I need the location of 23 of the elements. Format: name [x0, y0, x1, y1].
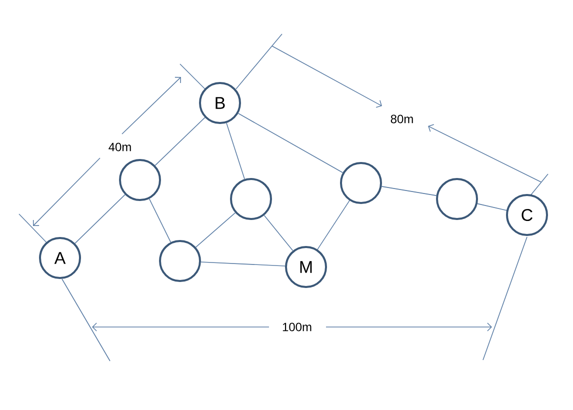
connector-line	[477, 203, 507, 211]
dimension-label: 40m	[108, 142, 131, 152]
connector-line	[74, 194, 126, 244]
dimension-label: 80m	[390, 114, 413, 124]
connector-line	[200, 262, 286, 266]
connector-line	[154, 117, 206, 166]
dimension-label: 100m	[282, 322, 312, 332]
connector-line	[264, 214, 294, 252]
circle-node: B	[199, 82, 241, 124]
circle-node: C	[506, 194, 548, 236]
circle-node	[436, 178, 478, 220]
connector-line	[195, 212, 236, 248]
circle-node	[230, 178, 272, 220]
connector-line	[226, 122, 245, 180]
connector-line	[317, 200, 350, 250]
circle-node	[119, 159, 161, 201]
circle-node	[340, 162, 382, 204]
circle-node: M	[285, 246, 327, 288]
circle-node: A	[39, 237, 81, 279]
connector-line	[238, 112, 344, 174]
connector-line	[148, 198, 172, 243]
circle-node	[159, 240, 201, 282]
connector-line	[381, 186, 437, 196]
